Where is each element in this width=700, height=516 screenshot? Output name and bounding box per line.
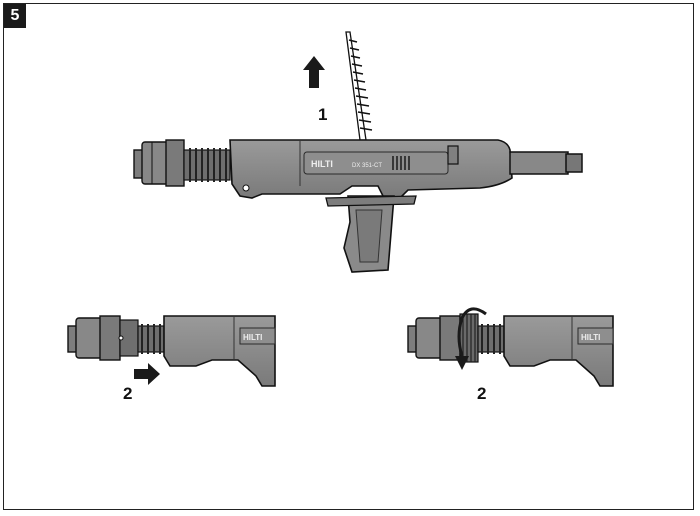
rotate-arrow-icon — [455, 307, 487, 370]
left-detail-view: HILTI — [67, 315, 276, 387]
arrow-up-icon — [303, 56, 325, 88]
step-number-badge: 5 — [4, 4, 26, 28]
tool-nose — [133, 139, 185, 187]
right-detail-view: HILTI — [407, 307, 614, 387]
vent-slots — [392, 156, 410, 170]
brand-logo: HILTI — [311, 159, 333, 169]
model-label: DX 351-CT — [352, 163, 382, 169]
rear-piston-rod — [509, 151, 569, 175]
trigger-guard — [325, 195, 417, 207]
arrow-right-icon — [134, 363, 160, 385]
tool-spring — [183, 148, 231, 182]
callout-2-right: 2 — [477, 384, 486, 403]
left-brand-logo: HILTI — [243, 333, 262, 342]
right-brand-logo: HILTI — [581, 333, 600, 342]
callout-1: 1 — [318, 105, 327, 124]
rear-cap — [447, 145, 459, 165]
figure-frame — [3, 3, 694, 510]
main-tool-view: HILTI DX 351-CT — [133, 31, 583, 273]
callout-2-left: 2 — [123, 384, 132, 403]
fastener-strip — [345, 31, 373, 141]
